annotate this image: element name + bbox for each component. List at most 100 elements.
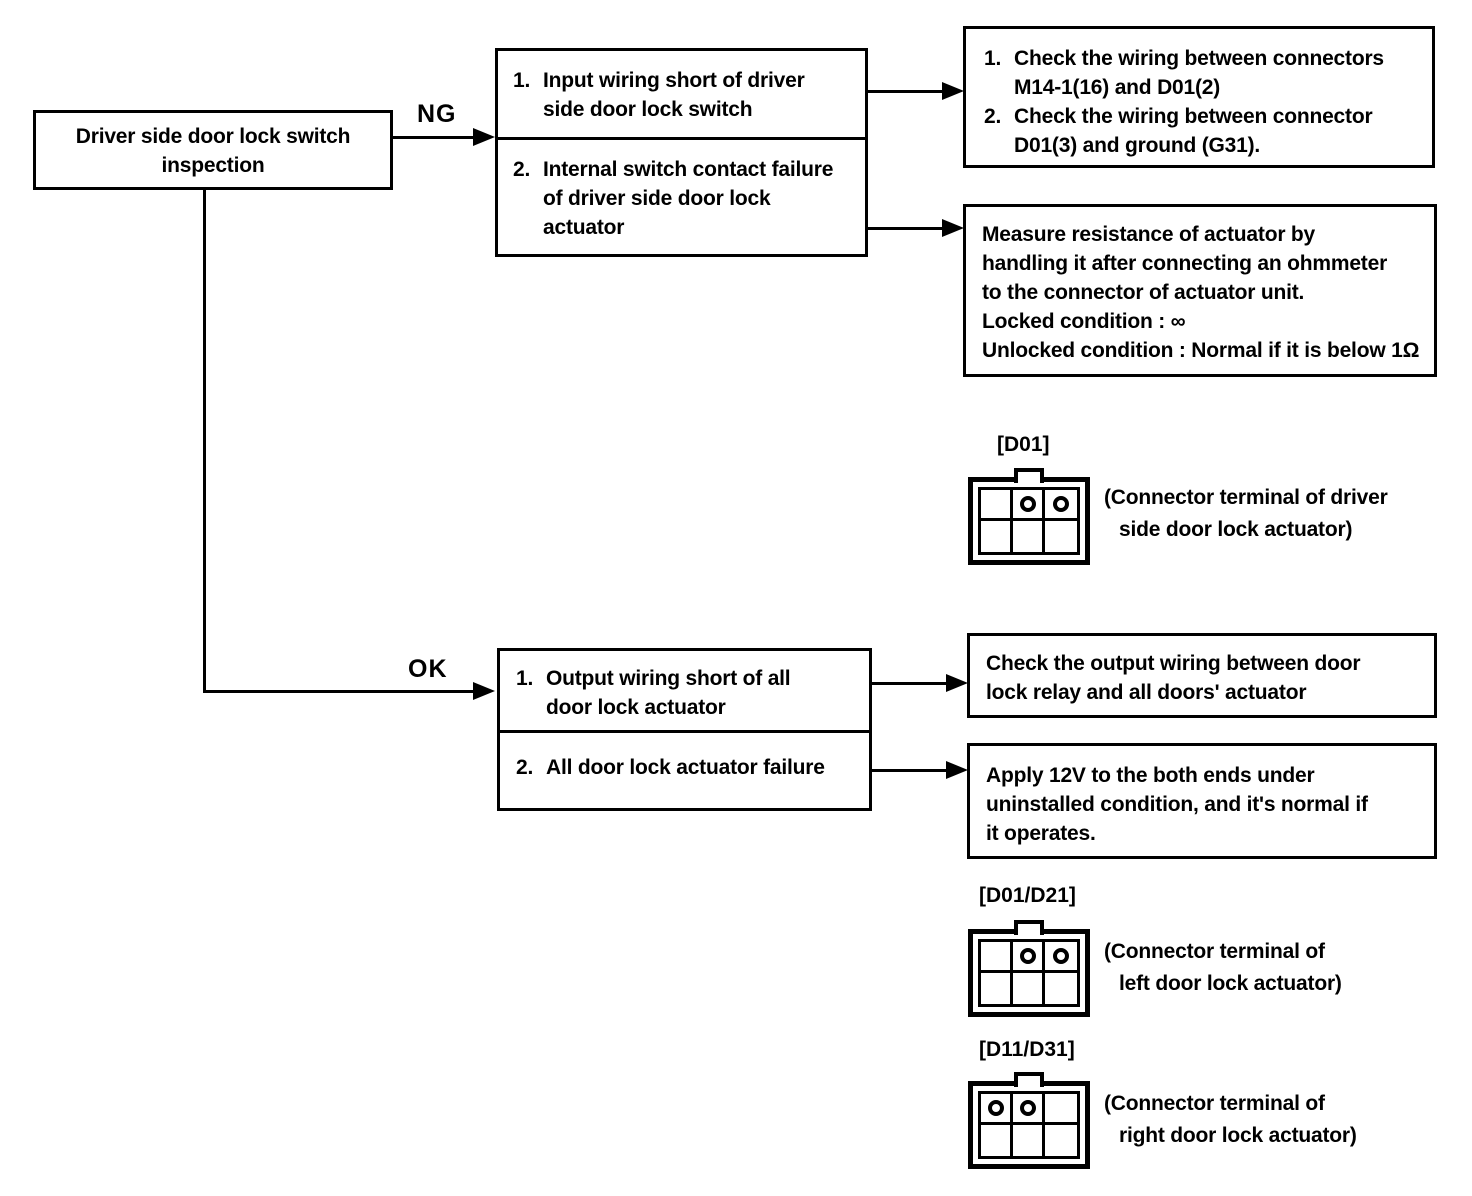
ok-branch-line [203, 690, 474, 693]
check-wiring-item-2: 2. Check the wiring between connector D0… [984, 102, 1426, 160]
ng-cause-2-line3: actuator [543, 216, 625, 239]
apply-12v-line3: it operates. [986, 822, 1096, 845]
ng-cause-1-line1: Input wiring short of driver [543, 69, 805, 92]
measure-line2: handling it after connecting an ohmmeter [982, 252, 1388, 275]
connector-d01-d21-cell-5 [1013, 973, 1045, 1004]
connector-d11-d31-diagram [968, 1072, 1090, 1169]
ok-remedy1-line [872, 682, 947, 685]
ng-cause-2-line2: of driver side door lock [543, 187, 771, 210]
connector-d01-d21-cell-4 [981, 973, 1013, 1004]
start-box-line2: inspection [161, 154, 265, 177]
ng-cause-1-number: 1. [513, 69, 531, 92]
ok-cause-item-2: 2. All door lock actuator failure [500, 733, 869, 782]
connector-d01-tab [1014, 468, 1044, 483]
check-output-line1: Check the output wiring between door [986, 652, 1361, 675]
ng-cause-2-number: 2. [513, 158, 531, 181]
ok-cause-2-number: 2. [516, 756, 534, 779]
apply-12v-line1: Apply 12V to the both ends under [986, 764, 1315, 787]
ng-cause-1-line2: side door lock switch [543, 98, 753, 121]
measure-line1: Measure resistance of actuator by [982, 223, 1316, 246]
ng-remedy1-arrow-head-icon [942, 82, 964, 100]
apply-12v-line2: uninstalled condition, and it's normal i… [986, 793, 1368, 816]
connector-d01-d21-tab [1014, 920, 1044, 935]
ok-arrow-head-icon [473, 682, 495, 700]
ok-cause-1-line1: Output wiring short of all [546, 667, 791, 690]
connector-d01-caption: (Connector terminal of driver side door … [1104, 482, 1388, 546]
connector-d01-d21-label: [D01/D21] [979, 884, 1076, 907]
connector-d01-diagram [968, 468, 1090, 565]
measure-line3: to the connector of actuator unit. [982, 281, 1305, 304]
connector-d11-d31-cell-2 [1013, 1094, 1045, 1125]
ok-remedy2-arrow-head-icon [946, 761, 968, 779]
ng-causes-box: 1. Input wiring short of driver side doo… [495, 48, 868, 257]
start-box-driver-side-door-lock-switch-inspection: Driver side door lock switch inspection [33, 110, 393, 190]
ok-branch-vertical-line [203, 190, 206, 693]
connector-d01-grid [978, 487, 1080, 555]
check-wiring-box: 1. Check the wiring between connectors M… [963, 26, 1435, 168]
check-wiring-item-1: 1. Check the wiring between connectors M… [984, 44, 1426, 102]
connector-d11-d31-caption-line1: (Connector terminal of [1104, 1092, 1325, 1115]
check-output-line2: lock relay and all doors' actuator [986, 681, 1307, 704]
check-wiring-1-line2: M14-1(16) and D01(2) [1014, 76, 1221, 99]
check-wiring-1-number: 1. [984, 47, 1002, 70]
connector-d11-d31-cell-1 [981, 1094, 1013, 1125]
connector-d11-d31-caption: (Connector terminal of right door lock a… [1104, 1088, 1357, 1152]
connector-d01-cell-3 [1045, 490, 1077, 521]
check-wiring-2-line1: Check the wiring between connector [1014, 105, 1373, 128]
ng-cause-item-1: 1. Input wiring short of driver side doo… [498, 51, 865, 140]
ok-remedy1-arrow-head-icon [946, 674, 968, 692]
measure-resistance-box: Measure resistance of actuator by handli… [963, 204, 1437, 377]
measure-line5: Unlocked condition : Normal if it is bel… [982, 339, 1420, 362]
connector-d01-cell-5 [1013, 521, 1045, 552]
connector-d01-cell-2 [1013, 490, 1045, 521]
check-output-wiring-box: Check the output wiring between door loc… [967, 633, 1437, 718]
connector-d01-d21-grid [978, 939, 1080, 1007]
connector-d01-cell-4 [981, 521, 1013, 552]
ng-cause-2-line1: Internal switch contact failure [543, 158, 834, 181]
connector-d01-d21-caption-line1: (Connector terminal of [1104, 940, 1325, 963]
connector-d11-d31-cell-3 [1045, 1094, 1077, 1125]
ng-arrow-head-icon [473, 128, 495, 146]
ok-cause-1-number: 1. [516, 667, 534, 690]
ng-remedy1-line [868, 90, 944, 93]
connector-d01-d21-diagram [968, 920, 1090, 1017]
ng-branch-label: NG [417, 100, 457, 128]
connector-d01-d21-cell-3 [1045, 942, 1077, 973]
connector-d01-pin-icon [1019, 496, 1036, 512]
ok-cause-item-1: 1. Output wiring short of all door lock … [500, 651, 869, 733]
ok-branch-label: OK [408, 655, 448, 683]
connector-d11-d31-caption-line2: right door lock actuator) [1119, 1124, 1357, 1147]
ok-cause-1-line2: door lock actuator [546, 696, 726, 719]
measure-line4: Locked condition : ∞ [982, 310, 1186, 333]
apply-12v-box: Apply 12V to the both ends under uninsta… [967, 743, 1437, 859]
connector-d11-d31-pin-icon [987, 1100, 1004, 1116]
connector-d01-caption-line2: side door lock actuator) [1119, 518, 1353, 541]
connector-d01-d21-caption-line2: left door lock actuator) [1119, 972, 1342, 995]
ng-remedy2-line [868, 227, 944, 230]
start-box-line1: Driver side door lock switch [75, 125, 351, 148]
ng-branch-line [393, 136, 474, 139]
ok-remedy2-line [872, 769, 947, 772]
connector-d11-d31-pin-icon [1019, 1100, 1036, 1116]
connector-d11-d31-label: [D11/D31] [979, 1038, 1075, 1061]
ok-causes-box: 1. Output wiring short of all door lock … [497, 648, 872, 811]
connector-d01-d21-pin-icon [1053, 948, 1069, 964]
connector-d01-d21-pin-icon [1019, 948, 1036, 964]
connector-d01-d21-cell-6 [1045, 973, 1077, 1004]
connector-d01-pin-icon [1053, 496, 1069, 512]
check-wiring-2-line2: D01(3) and ground (G31). [1014, 134, 1261, 157]
ng-remedy2-arrow-head-icon [942, 219, 964, 237]
ng-cause-item-2: 2. Internal switch contact failure of dr… [498, 140, 865, 242]
connector-d11-d31-cell-5 [1013, 1125, 1045, 1156]
connector-d01-d21-caption: (Connector terminal of left door lock ac… [1104, 936, 1342, 1000]
connector-d01-d21-cell-2 [1013, 942, 1045, 973]
ok-cause-2-line1: All door lock actuator failure [546, 756, 825, 779]
connector-d01-caption-line1: (Connector terminal of driver [1104, 486, 1388, 509]
connector-d01-cell-6 [1045, 521, 1077, 552]
connector-d01-label: [D01] [997, 433, 1050, 456]
connector-d11-d31-tab [1014, 1072, 1044, 1087]
connector-d01-d21-cell-1 [981, 942, 1013, 973]
connector-d11-d31-cell-4 [981, 1125, 1013, 1156]
connector-d11-d31-cell-6 [1045, 1125, 1077, 1156]
